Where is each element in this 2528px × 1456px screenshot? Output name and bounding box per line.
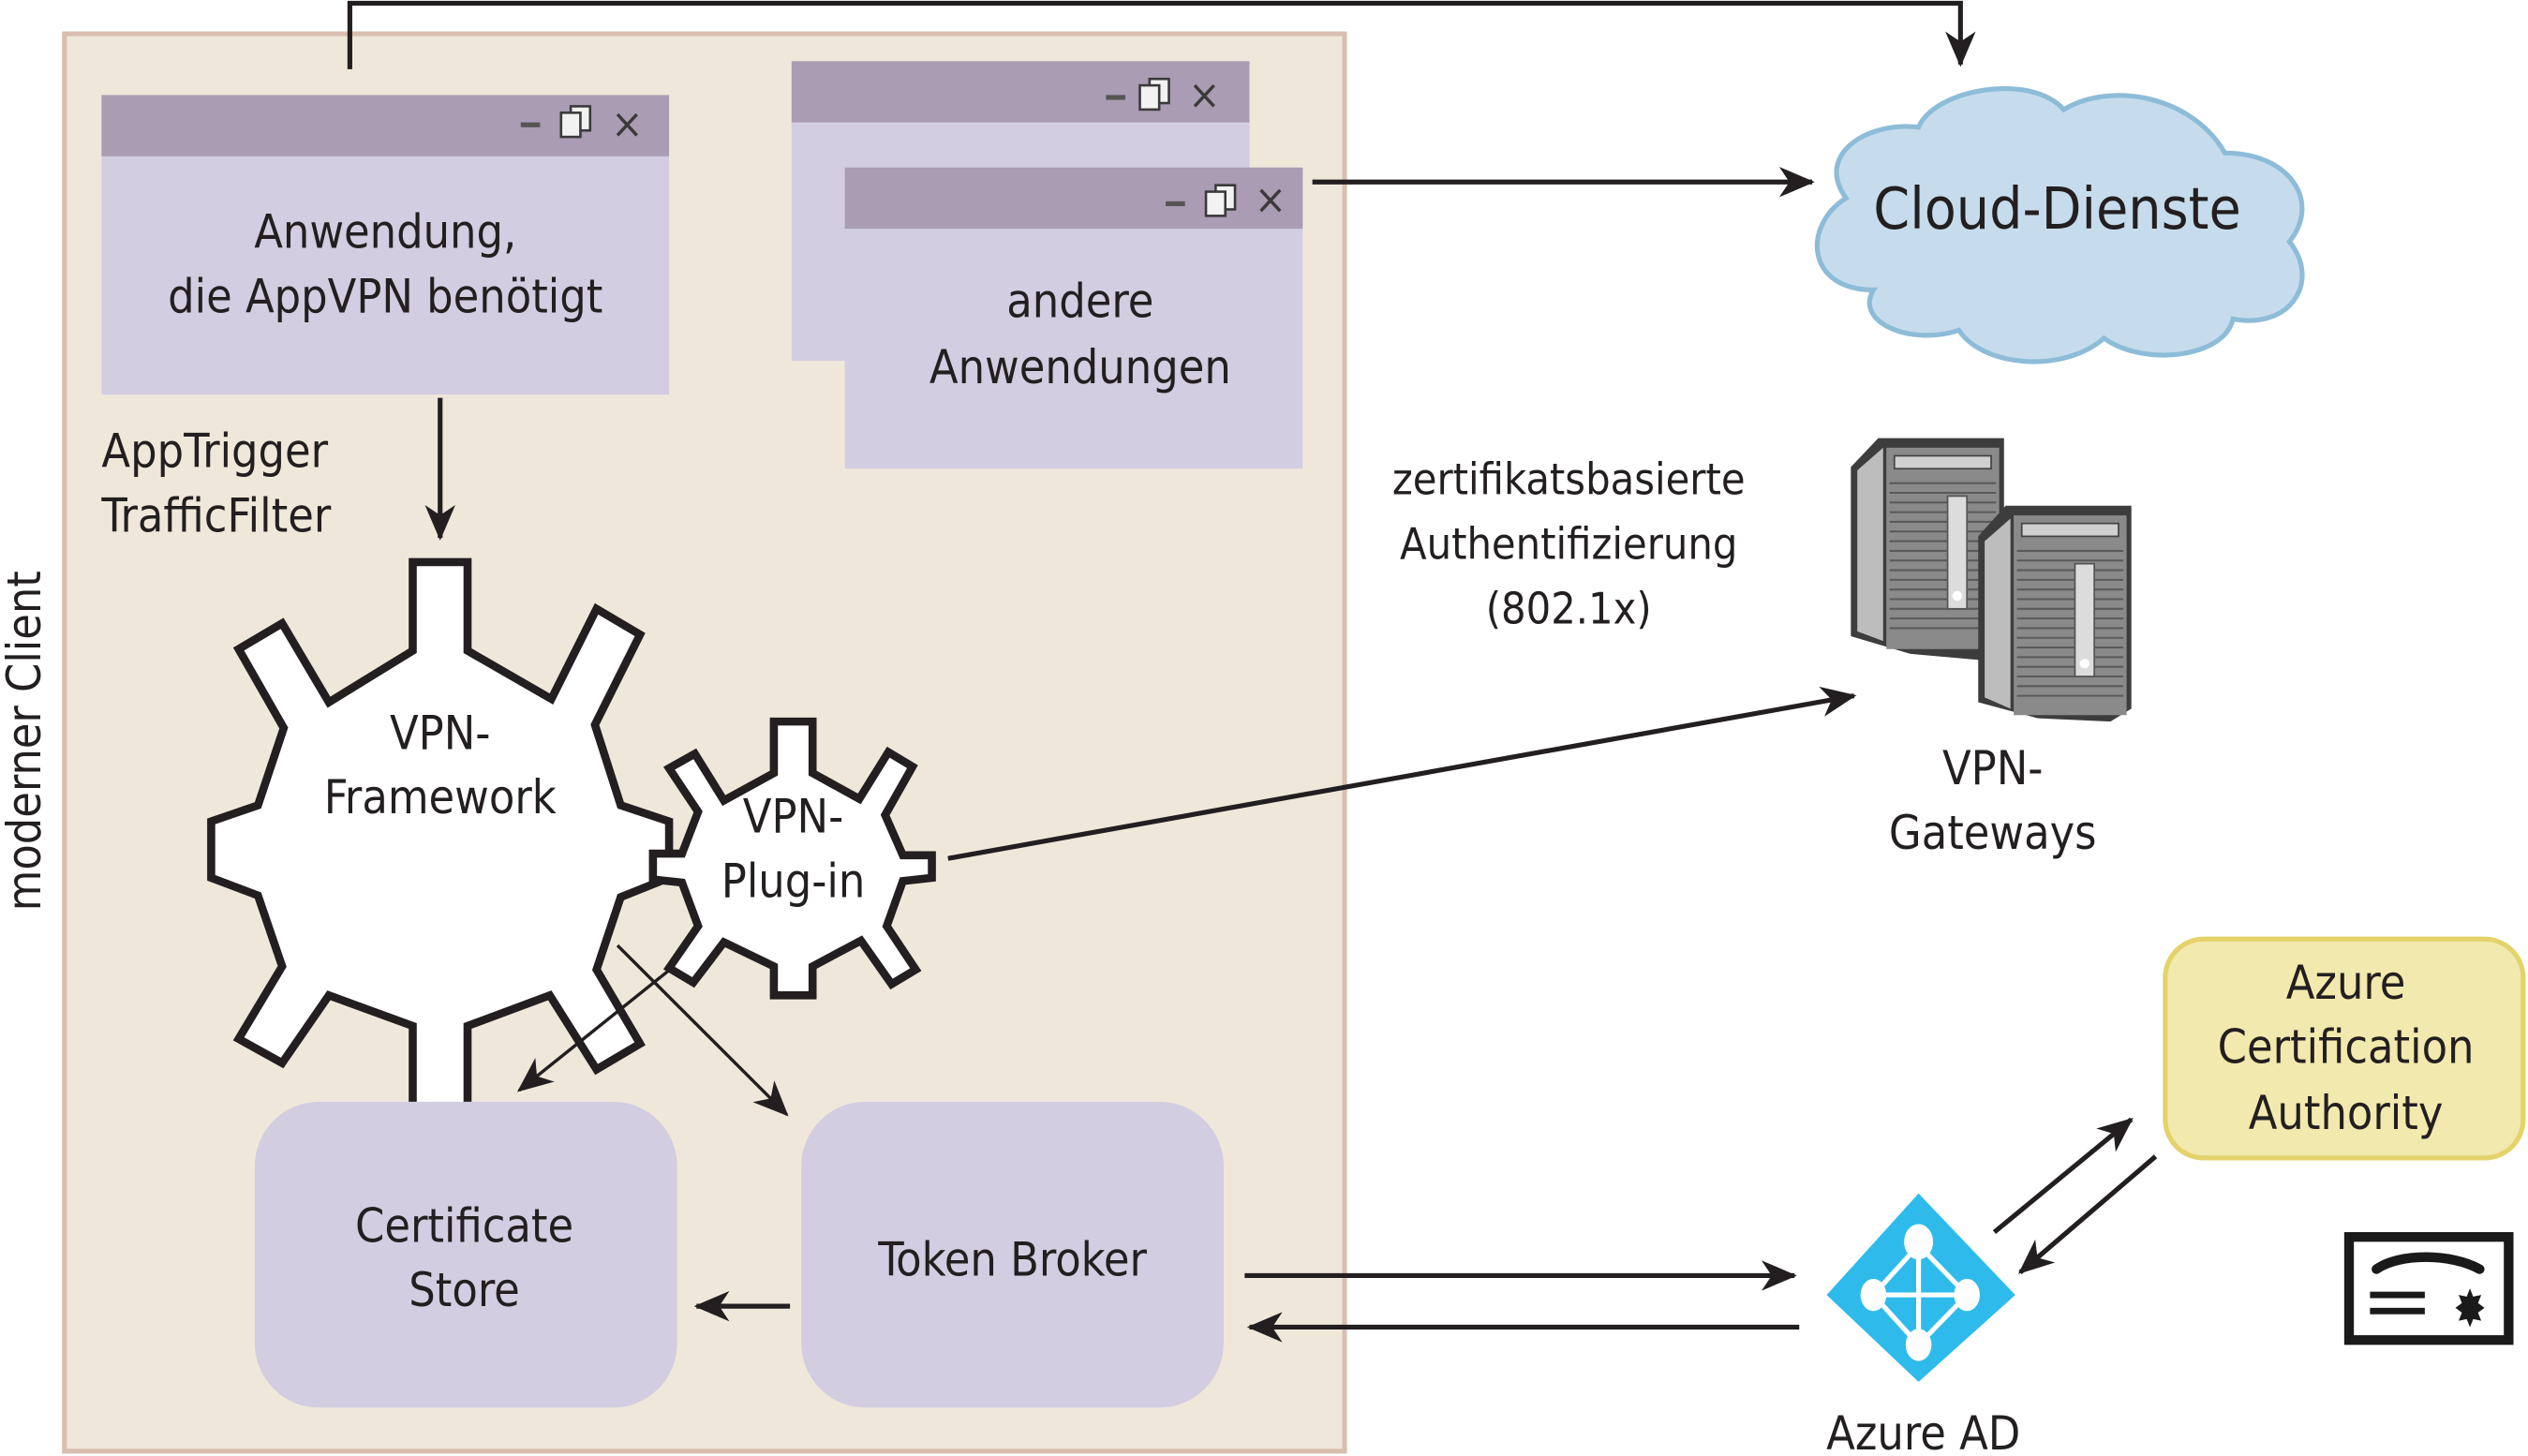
azure-ad-label: Azure AD (1826, 1406, 2020, 1456)
app-window-main[interactable]: Anwendung, die AppVPN benötigt (101, 95, 670, 395)
certificate-store-line2: Store (409, 1263, 520, 1317)
trigger-label-line2: TrafficFilter (100, 488, 331, 542)
vpn-gateways-line2: Gateways (1889, 806, 2097, 860)
framework-to-token-broker-arrow (616, 943, 789, 1117)
client-container-label: moderner Client (0, 571, 52, 911)
app-to-cloud-connector (347, 0, 1976, 69)
app-window-other-line2: Anwendungen (929, 340, 1231, 394)
app-window-main-line2: die AppVPN benötigt (168, 270, 602, 324)
ca-to-azure-ad-arrow (2017, 1154, 2158, 1274)
vpn-framework-line2: Framework (324, 770, 557, 825)
vpn-plugin-gear: VPN- Plug-in (648, 717, 936, 1000)
app-window-main-line1: Anwendung, (254, 205, 516, 260)
vpn-plugin-line2: Plug-in (721, 854, 866, 909)
vpn-framework-line1: VPN- (390, 706, 491, 760)
app-window-other[interactable]: andere Anwendungen (844, 167, 1303, 469)
app-window-other-line1: andere (1006, 275, 1153, 329)
minimize-icon[interactable] (520, 122, 541, 127)
close-icon[interactable] (616, 112, 638, 137)
certificate-store: Certificate Store (254, 1101, 677, 1408)
azure-ca-line1: Azure (2286, 956, 2406, 1010)
azure-certification-authority: Azure Certification Authority (2163, 936, 2526, 1161)
token-broker-label: Token Broker (877, 1232, 1147, 1286)
auth-label-line1: zertifikatsbasierte (1392, 454, 1746, 505)
auth-label-line3: (802.1x) (1486, 583, 1652, 633)
restore-icon[interactable] (1138, 77, 1170, 111)
token-broker: Token Broker (801, 1101, 1224, 1408)
server-icon (1851, 438, 2132, 722)
restore-icon[interactable] (1204, 184, 1237, 217)
minimize-icon[interactable] (1106, 95, 1126, 100)
azure-ca-line2: Certification (2218, 1020, 2475, 1075)
cloud-services-label: Cloud-Dienste (1873, 175, 2240, 243)
vpn-framework-gear: VPN- Framework (207, 557, 674, 1116)
certificate-icon (2343, 1232, 2514, 1345)
trigger-label-line1: AppTrigger (101, 424, 328, 479)
azure-ad-to-ca-arrow (1992, 1117, 2134, 1235)
auth-label-line2: Authentifizierung (1400, 519, 1737, 570)
vpn-gateways-line1: VPN- (1942, 741, 2044, 795)
minimize-icon[interactable] (1166, 201, 1185, 207)
close-icon[interactable] (1259, 188, 1282, 213)
restore-icon[interactable] (559, 105, 592, 139)
plugin-to-certificate-store-arrow (516, 965, 676, 1092)
cloud-services: Cloud-Dienste (1814, 86, 2305, 364)
plugin-to-gateways-arrow (947, 686, 1857, 861)
vpn-plugin-line1: VPN- (743, 790, 844, 844)
azure-ad-icon (1826, 1193, 2015, 1382)
certificate-store-line1: Certificate (355, 1198, 573, 1253)
close-icon[interactable] (1193, 83, 1215, 108)
azure-ca-line3: Authority (2249, 1086, 2444, 1140)
